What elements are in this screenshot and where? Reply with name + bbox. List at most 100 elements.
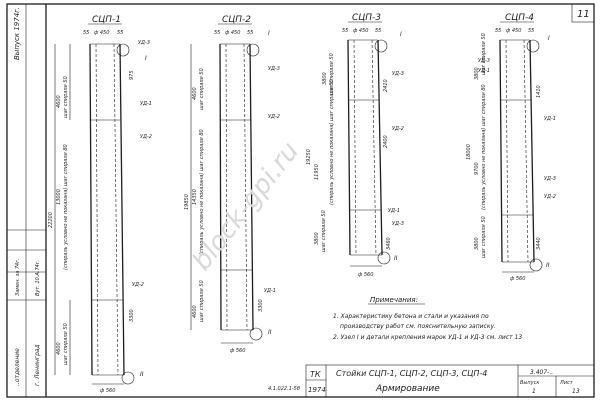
svg-text:ф 450: ф 450	[94, 30, 109, 36]
tb-tk: ТК	[310, 370, 321, 379]
svg-text:УД-1: УД-1	[478, 68, 490, 74]
svg-text:УД-3: УД-3	[544, 176, 556, 182]
svg-text:1: 1	[532, 388, 536, 395]
tb-year: 1974	[308, 386, 326, 394]
svg-text:шаг спирали 50: шаг спирали 50	[481, 33, 487, 75]
svg-text:13000: 13000	[56, 189, 62, 205]
svg-text:(спираль условно не показана): (спираль условно не показана) шаг спирал…	[481, 84, 487, 210]
svg-text:I: I	[548, 35, 550, 42]
svg-text:УД-1: УД-1	[264, 288, 276, 294]
svg-text:4600: 4600	[192, 87, 198, 100]
svg-text:19250: 19250	[306, 149, 312, 165]
svg-text:3800: 3800	[474, 237, 480, 250]
column-scp-1: СЦП-1 55 ф 450 55 4600 шаг спирали 50 13…	[48, 15, 152, 394]
svg-text:II: II	[140, 371, 144, 378]
svg-text:55: 55	[375, 28, 381, 34]
svg-text:УД-2: УД-2	[140, 134, 152, 140]
svg-text:шаг спирали 50: шаг спирали 50	[321, 210, 327, 252]
svg-text:(спираль условно не показана): (спираль условно не показана) шаг спирал…	[199, 129, 205, 255]
svg-text:19850: 19850	[184, 194, 190, 210]
svg-text:(спираль условно не показана): (спираль условно не показана) шаг спирал…	[329, 79, 335, 205]
page-number: 11	[577, 9, 590, 20]
svg-text:УД-3: УД-3	[392, 221, 404, 227]
svg-text:11950: 11950	[314, 164, 320, 180]
note-1a: 1. Характеристику бетона и стали и указа…	[333, 313, 489, 320]
svg-text:18000: 18000	[466, 144, 472, 160]
svg-text:шаг спирали 50: шаг спирали 50	[199, 280, 205, 322]
svg-text:II: II	[268, 329, 272, 336]
svg-text:55: 55	[214, 30, 220, 36]
svg-text:II: II	[546, 262, 550, 269]
note-2: 2. Узел I и детали крепления марок УД-1 …	[333, 334, 522, 341]
svg-text:55: 55	[528, 28, 534, 34]
svg-text:УД-1: УД-1	[140, 101, 152, 107]
svg-text:55: 55	[247, 30, 253, 36]
svg-text:4.1.022.1-5б: 4.1.022.1-5б	[268, 386, 300, 392]
svg-text:3460: 3460	[386, 237, 392, 250]
svg-text:ф 450: ф 450	[506, 28, 521, 34]
stamp-mid-1: Замен. за 74г.	[15, 259, 21, 296]
svg-text:ф 560: ф 560	[510, 276, 525, 282]
tb-serial: 3.407-..	[530, 369, 553, 376]
svg-text:II: II	[394, 255, 398, 262]
svg-text:шаг спирали 50: шаг спирали 50	[329, 53, 335, 95]
svg-text:УД-2: УД-2	[132, 282, 144, 288]
svg-text:Лист: Лист	[559, 380, 574, 386]
svg-text:4600: 4600	[192, 305, 198, 318]
svg-text:13: 13	[572, 388, 580, 395]
column-2-title: СЦП-2	[222, 15, 251, 25]
svg-text:2400: 2400	[383, 135, 389, 148]
stamp-bottom-2: г. Ленинград	[34, 344, 41, 386]
svg-text:ф 560: ф 560	[100, 388, 115, 394]
column-scp-3: СЦП-3 55 ф 450 55 3800 шаг спирали 50 11…	[306, 13, 404, 278]
svg-text:3800: 3800	[314, 232, 320, 245]
svg-text:УД-3: УД-3	[138, 40, 150, 46]
svg-text:шаг спирали 50: шаг спирали 50	[481, 216, 487, 258]
svg-text:УД-1: УД-1	[544, 116, 556, 122]
svg-text:Выпуск: Выпуск	[520, 380, 539, 386]
svg-text:шаг спирали 50: шаг спирали 50	[63, 76, 69, 118]
svg-text:3800: 3800	[322, 72, 328, 85]
column-4-title: СЦП-4	[505, 13, 534, 23]
svg-text:ф 560: ф 560	[230, 348, 245, 354]
svg-text:55: 55	[495, 28, 501, 34]
sheet-border	[6, 3, 595, 398]
svg-text:УД-2: УД-2	[392, 126, 404, 132]
column-scp-4: СЦП-4 55 ф 450 55 3800 шаг спирали 50 97…	[466, 13, 556, 282]
stamp-mid-2: Вут. 10.А.74г.	[35, 260, 41, 296]
svg-text:УД-2: УД-2	[544, 194, 556, 200]
tb-title-2: Армирование	[375, 384, 440, 394]
stamp-top: Выпуск 1974г.	[13, 7, 21, 60]
svg-text:4600: 4600	[56, 342, 62, 355]
svg-text:шаг спирали 50: шаг спирали 50	[63, 323, 69, 365]
svg-text:55: 55	[342, 28, 348, 34]
notes-heading: Примечания:	[370, 296, 418, 304]
svg-text:55: 55	[83, 30, 89, 36]
svg-text:ф 450: ф 450	[225, 30, 240, 36]
column-3-title: СЦП-3	[352, 13, 381, 23]
svg-text:УД-3: УД-3	[478, 58, 490, 64]
svg-text:55: 55	[117, 30, 123, 36]
svg-text:3800: 3800	[474, 67, 480, 80]
svg-text:I: I	[268, 30, 270, 37]
svg-text:УД-3: УД-3	[392, 71, 404, 77]
svg-text:4600: 4600	[56, 95, 62, 108]
svg-text:1410: 1410	[536, 85, 542, 98]
column-scp-2: СЦП-2 55 ф 450 55 4600 шаг спирали 50 14…	[184, 15, 280, 354]
notes: Примечания: 1. Характеристику бетона и с…	[333, 296, 522, 341]
svg-text:3300: 3300	[258, 299, 264, 312]
svg-text:УД-2: УД-2	[268, 114, 280, 120]
svg-text:22200: 22200	[48, 212, 54, 228]
stamp-bottom-1: ..отделение	[14, 348, 21, 386]
svg-text:I: I	[400, 31, 402, 38]
svg-text:УД-1: УД-1	[388, 208, 400, 214]
svg-text:975: 975	[129, 70, 135, 80]
svg-text:шаг спирали 50: шаг спирали 50	[199, 68, 205, 110]
svg-text:ф 560: ф 560	[358, 272, 373, 278]
svg-text:2410: 2410	[383, 79, 389, 92]
title-block: 4.1.022.1-5б ТК 1974 Стойки СЦП-1, СЦП-2…	[268, 364, 595, 398]
note-1b: производству работ см. пояснительную зап…	[340, 323, 496, 330]
svg-text:3440: 3440	[536, 237, 542, 250]
svg-text:I: I	[145, 55, 147, 62]
